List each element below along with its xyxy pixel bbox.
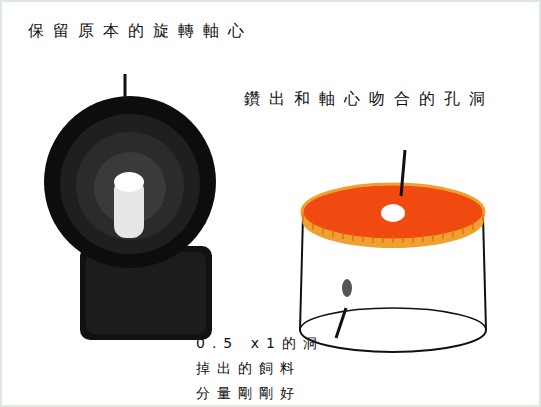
shaft-hole <box>381 204 405 222</box>
shaft-top <box>114 172 144 192</box>
leader-line <box>336 308 346 338</box>
motor-head <box>44 96 216 268</box>
motor-ring <box>60 114 200 254</box>
hole-note: 鑽出和軸心吻合的孔洞 <box>244 86 540 111</box>
cylinder-bottom <box>300 308 486 330</box>
lid-top <box>302 184 484 240</box>
leader-line <box>401 150 405 196</box>
feed-hole <box>342 279 352 297</box>
motor-ring <box>76 132 184 240</box>
leader-line <box>124 74 127 100</box>
feed-hole-note: 0.5 x1的洞 掉出的飼料 分量剛剛好 <box>196 331 356 406</box>
shaft-note: 保留原本的旋轉軸心 <box>28 18 288 43</box>
